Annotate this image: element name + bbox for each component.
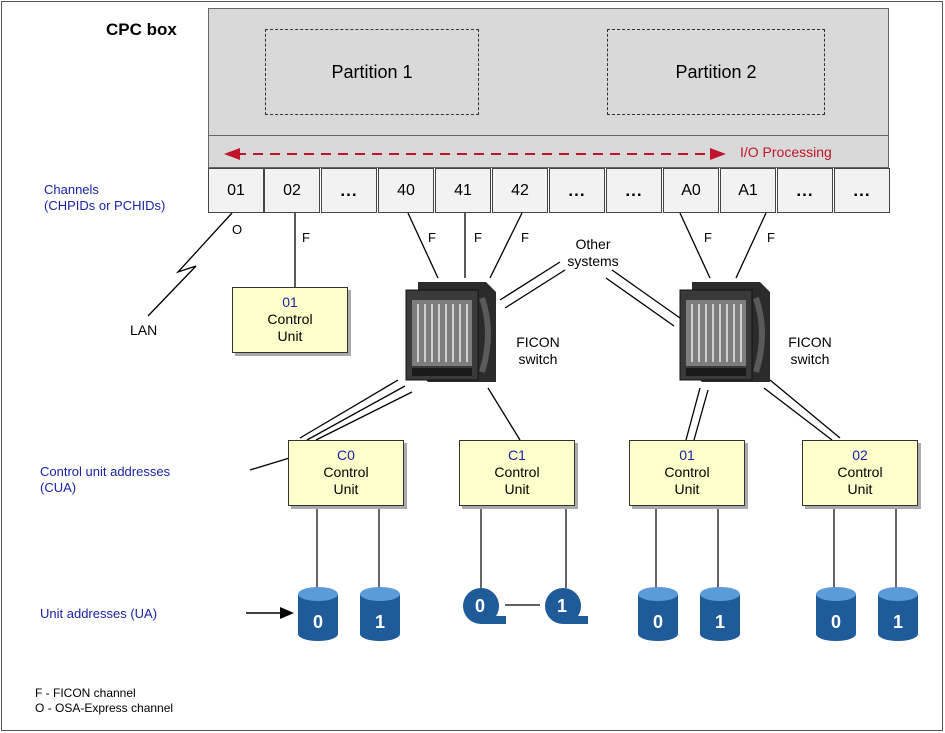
- channel-type-f: F: [767, 230, 775, 245]
- channel-cell: A1: [720, 168, 776, 213]
- channel-cell: 40: [378, 168, 434, 213]
- control-unit: 01 Control Unit: [232, 287, 348, 353]
- svg-text:0: 0: [313, 612, 323, 632]
- channel-cell: 02: [264, 168, 320, 213]
- channel-cell: ...: [606, 168, 662, 213]
- control-unit: 01 Control Unit: [629, 440, 745, 506]
- channels-label: Channels (CHPIDs or PCHIDs): [44, 182, 166, 213]
- svg-text:0: 0: [475, 596, 485, 616]
- legend: F - FICON channel O - OSA-Express channe…: [35, 686, 174, 715]
- control-unit: C0 Control Unit: [288, 440, 404, 506]
- channel-type-o: O: [232, 222, 243, 237]
- io-divider: [208, 135, 889, 136]
- cpc-title: CPC box: [106, 20, 177, 39]
- channel-cell: 01: [208, 168, 264, 213]
- disk-icon: 0: [298, 587, 338, 641]
- channel-type-f: F: [302, 230, 310, 245]
- io-processing-label: I/O Processing: [740, 144, 832, 160]
- channel-cell: ...: [834, 168, 890, 213]
- channel-type-f: F: [474, 230, 482, 245]
- disk-icon: 1: [700, 587, 740, 641]
- svg-text:1: 1: [557, 596, 567, 616]
- svg-text:0: 0: [653, 612, 663, 632]
- ficon-switch-icon: [679, 282, 770, 382]
- svg-text:0: 0: [831, 612, 841, 632]
- partition-2: Partition 2: [607, 29, 825, 115]
- tape-icon: 0: [463, 588, 506, 624]
- disk-icon: 0: [816, 587, 856, 641]
- channel-cell: 41: [435, 168, 491, 213]
- control-unit: 02 Control Unit: [802, 440, 918, 506]
- cua-label: Control unit addresses (CUA): [40, 464, 171, 495]
- ua-label: Unit addresses (UA): [40, 606, 158, 621]
- disk-icon: 1: [878, 587, 918, 641]
- cpc-box: Partition 1 Partition 2: [208, 8, 889, 168]
- ficon-switch-label: FICON switch: [516, 334, 560, 367]
- disk-icon: 0: [638, 587, 678, 641]
- svg-text:1: 1: [715, 612, 725, 632]
- ficon-switch-label: FICON switch: [788, 334, 832, 367]
- channel-cell: A0: [663, 168, 719, 213]
- disk-icon: 1: [360, 587, 400, 641]
- tape-icon: 1: [545, 588, 588, 624]
- control-unit: C1 Control Unit: [459, 440, 575, 506]
- partition-1: Partition 1: [265, 29, 479, 115]
- channel-type-f: F: [704, 230, 712, 245]
- channel-cell: ...: [549, 168, 605, 213]
- channel-cell: ...: [321, 168, 377, 213]
- ficon-switch-icon: [405, 282, 496, 382]
- svg-text:1: 1: [893, 612, 903, 632]
- lan-label: LAN: [130, 322, 158, 338]
- channel-cell: 42: [492, 168, 548, 213]
- channel-cell: ...: [777, 168, 833, 213]
- svg-text:1: 1: [375, 612, 385, 632]
- channel-type-f: F: [521, 230, 529, 245]
- channel-type-f: F: [428, 230, 436, 245]
- other-systems-label: Other systems: [567, 236, 619, 269]
